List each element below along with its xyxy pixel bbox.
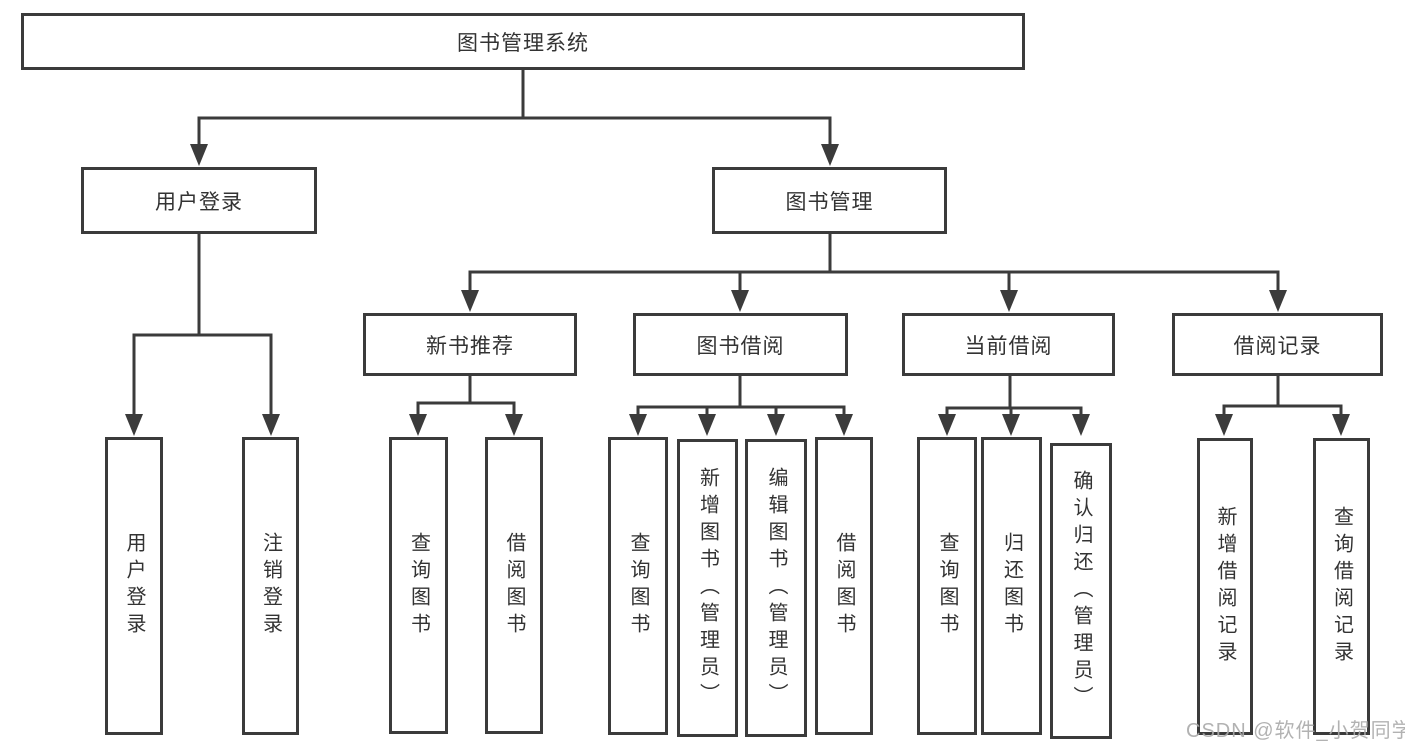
node-current-borrow-label: 当前借阅 xyxy=(964,334,1053,358)
edge-newbooks-split xyxy=(416,401,516,418)
leaf-bb-borrow-books-label: 借阅图书 xyxy=(833,532,855,640)
leaf-bb-query-books-label: 查询图书 xyxy=(627,532,649,640)
node-book-borrow: 图书借阅 xyxy=(633,313,848,376)
leaf-bb-edit-book-admin-label: 编辑图书（管理员） xyxy=(765,466,787,710)
leaf-nb-query-books: 查询图书 xyxy=(389,437,448,734)
leaf-cb-query-books-label: 查询图书 xyxy=(936,532,958,640)
leaf-cb-return-books-label: 归还图书 xyxy=(1000,532,1023,640)
leaf-nb-borrow-books: 借阅图书 xyxy=(485,437,543,734)
watermark: CSDN @软件_小贺同学 xyxy=(1186,720,1405,742)
leaf-cb-confirm-return-admin: 确认归还（管理员） xyxy=(1050,443,1112,739)
node-new-book-recommend: 新书推荐 xyxy=(363,313,577,376)
node-root: 图书管理系统 xyxy=(21,13,1025,70)
node-user-login: 用户登录 xyxy=(81,167,317,234)
leaf-bb-add-book-admin: 新增图书（管理员） xyxy=(677,439,738,737)
edge-borrowrecords-split xyxy=(1222,404,1343,418)
node-book-management: 图书管理 xyxy=(712,167,947,234)
leaf-logout: 注销登录 xyxy=(242,437,299,735)
leaf-cb-return-books: 归还图书 xyxy=(981,437,1042,735)
node-new-book-recommend-label: 新书推荐 xyxy=(426,334,514,358)
node-borrow-records-label: 借阅记录 xyxy=(1233,334,1322,358)
edge-userlogin-split xyxy=(132,333,273,418)
edge-bookborrow-split xyxy=(636,405,846,418)
leaf-user-login-label: 用户登录 xyxy=(123,532,145,640)
leaf-nb-query-books-label: 查询图书 xyxy=(407,531,430,640)
node-root-label: 图书管理系统 xyxy=(457,31,589,55)
leaf-br-add-record-label: 新增借阅记录 xyxy=(1214,505,1236,668)
leaf-bb-edit-book-admin: 编辑图书（管理员） xyxy=(745,439,807,737)
leaf-user-login: 用户登录 xyxy=(105,437,163,735)
edge-bookmgmt-split xyxy=(468,270,1280,294)
leaf-br-add-record: 新增借阅记录 xyxy=(1197,438,1253,735)
node-user-login-label: 用户登录 xyxy=(155,190,243,214)
edge-currentborrow-split xyxy=(945,406,1083,418)
node-current-borrow: 当前借阅 xyxy=(902,313,1115,376)
edge-root-split xyxy=(197,116,832,150)
node-book-borrow-label: 图书借阅 xyxy=(696,334,785,358)
leaf-nb-borrow-books-label: 借阅图书 xyxy=(503,531,525,640)
leaf-logout-label: 注销登录 xyxy=(259,532,282,640)
node-book-management-label: 图书管理 xyxy=(785,190,874,214)
leaf-br-query-record: 查询借阅记录 xyxy=(1313,438,1370,735)
leaf-cb-query-books: 查询图书 xyxy=(917,437,977,735)
arrowheads xyxy=(125,144,1350,436)
leaf-bb-query-books: 查询图书 xyxy=(608,437,668,735)
leaf-br-query-record-label: 查询借阅记录 xyxy=(1330,505,1353,668)
leaf-cb-confirm-return-admin-label: 确认归还（管理员） xyxy=(1070,469,1092,713)
node-borrow-records: 借阅记录 xyxy=(1172,313,1383,376)
leaf-bb-add-book-admin-label: 新增图书（管理员） xyxy=(696,466,719,710)
leaf-bb-borrow-books: 借阅图书 xyxy=(815,437,873,735)
